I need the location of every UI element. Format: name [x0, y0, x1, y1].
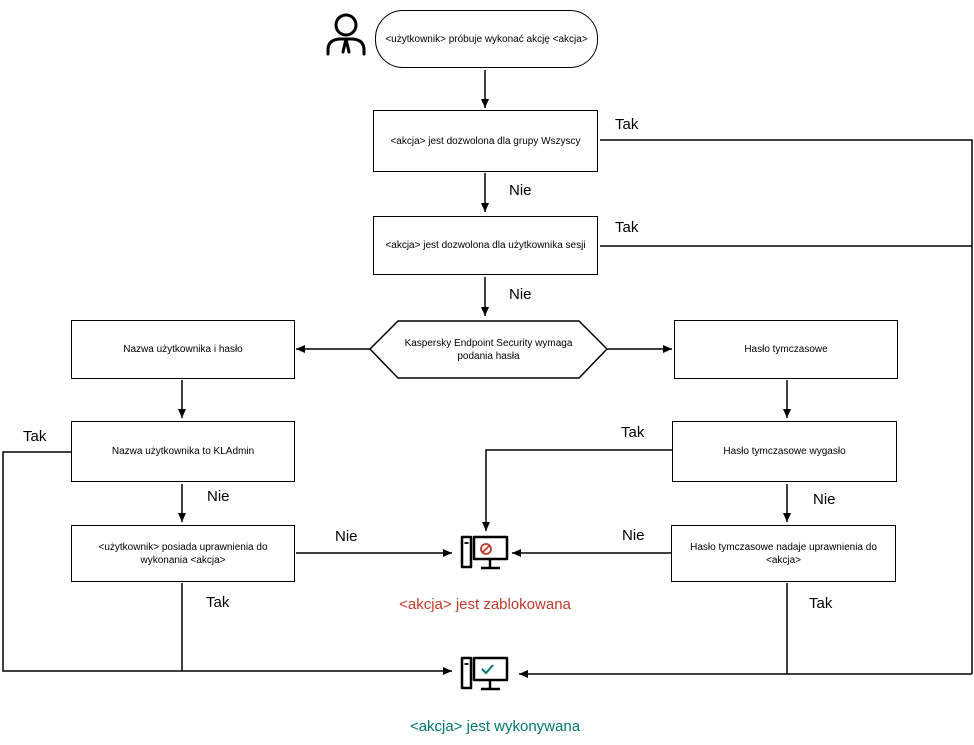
- temp-password-node: Hasło tymczasowe: [674, 320, 898, 379]
- temp-password-expired-text: Hasło tymczasowe wygasło: [723, 446, 846, 457]
- label-session-yes: Tak: [615, 219, 639, 236]
- temp-password-expired-node: Hasło tymczasowe wygasło: [672, 421, 897, 482]
- allowed-session-user-text: <akcja> jest dozwolona dla użytkownika s…: [385, 240, 586, 251]
- user-icon: [322, 10, 370, 61]
- label-permissions-no: Nie: [335, 528, 358, 545]
- label-grants-no: Nie: [622, 527, 645, 544]
- user-has-permissions-text: <użytkownik> posiada uprawnienia do wyko…: [98, 541, 268, 566]
- line-everyone-yes: [600, 139, 973, 674]
- temp-password-grants-node: Hasło tymczasowe nadaje uprawnienia do <…: [671, 525, 896, 582]
- username-kladmin-node: Nazwa użytkownika to KLAdmin: [71, 421, 295, 482]
- arrow-kladmin-yes-to-executed: [2, 451, 452, 675]
- label-grants-yes: Tak: [809, 595, 833, 612]
- label-kladmin-yes: Tak: [23, 428, 47, 445]
- label-session-no: Nie: [509, 286, 532, 303]
- decision-node: Kaspersky Endpoint Security wymaga podan…: [390, 322, 587, 377]
- decision-shape: [368, 320, 609, 379]
- label-everyone-no: Nie: [509, 182, 532, 199]
- label-everyone-yes: Tak: [615, 116, 639, 133]
- username-password-node: Nazwa użytkownika i hasło: [71, 320, 295, 379]
- allowed-everyone-node: <akcja> jest dozwolona dla grupy Wszyscy: [373, 110, 598, 172]
- allowed-everyone-text: <akcja> jest dozwolona dla grupy Wszyscy: [390, 135, 581, 147]
- start-text: <użytkownik> próbuje wykonać akcję <akcj…: [385, 33, 588, 45]
- temp-password-grants-text: Hasło tymczasowe nadaje uprawnienia do <…: [690, 541, 877, 566]
- arrow-expired-yes-to-blocked: [482, 449, 672, 531]
- label-kladmin-no: Nie: [207, 488, 230, 505]
- decision-text: Kaspersky Endpoint Security wymaga podan…: [404, 337, 573, 362]
- result-blocked: <akcja> jest zablokowana: [399, 596, 571, 613]
- result-executed: <akcja> jest wykonywana: [409, 718, 581, 735]
- label-expired-no: Nie: [813, 491, 836, 508]
- label-expired-yes: Tak: [621, 424, 645, 441]
- allowed-session-user-node: <akcja> jest dozwolona dla użytkownika s…: [373, 216, 598, 275]
- temp-password-text: Hasło tymczasowe: [744, 344, 828, 355]
- computer-blocked-icon: [460, 534, 510, 579]
- label-permissions-yes: Tak: [206, 594, 230, 611]
- user-has-permissions-node: <użytkownik> posiada uprawnienia do wyko…: [71, 525, 295, 582]
- start-node: <użytkownik> próbuje wykonać akcję <akcj…: [375, 10, 598, 68]
- computer-allowed-icon: [460, 655, 510, 700]
- username-kladmin-text: Nazwa użytkownika to KLAdmin: [111, 446, 255, 457]
- username-password-text: Nazwa użytkownika i hasło: [123, 344, 243, 355]
